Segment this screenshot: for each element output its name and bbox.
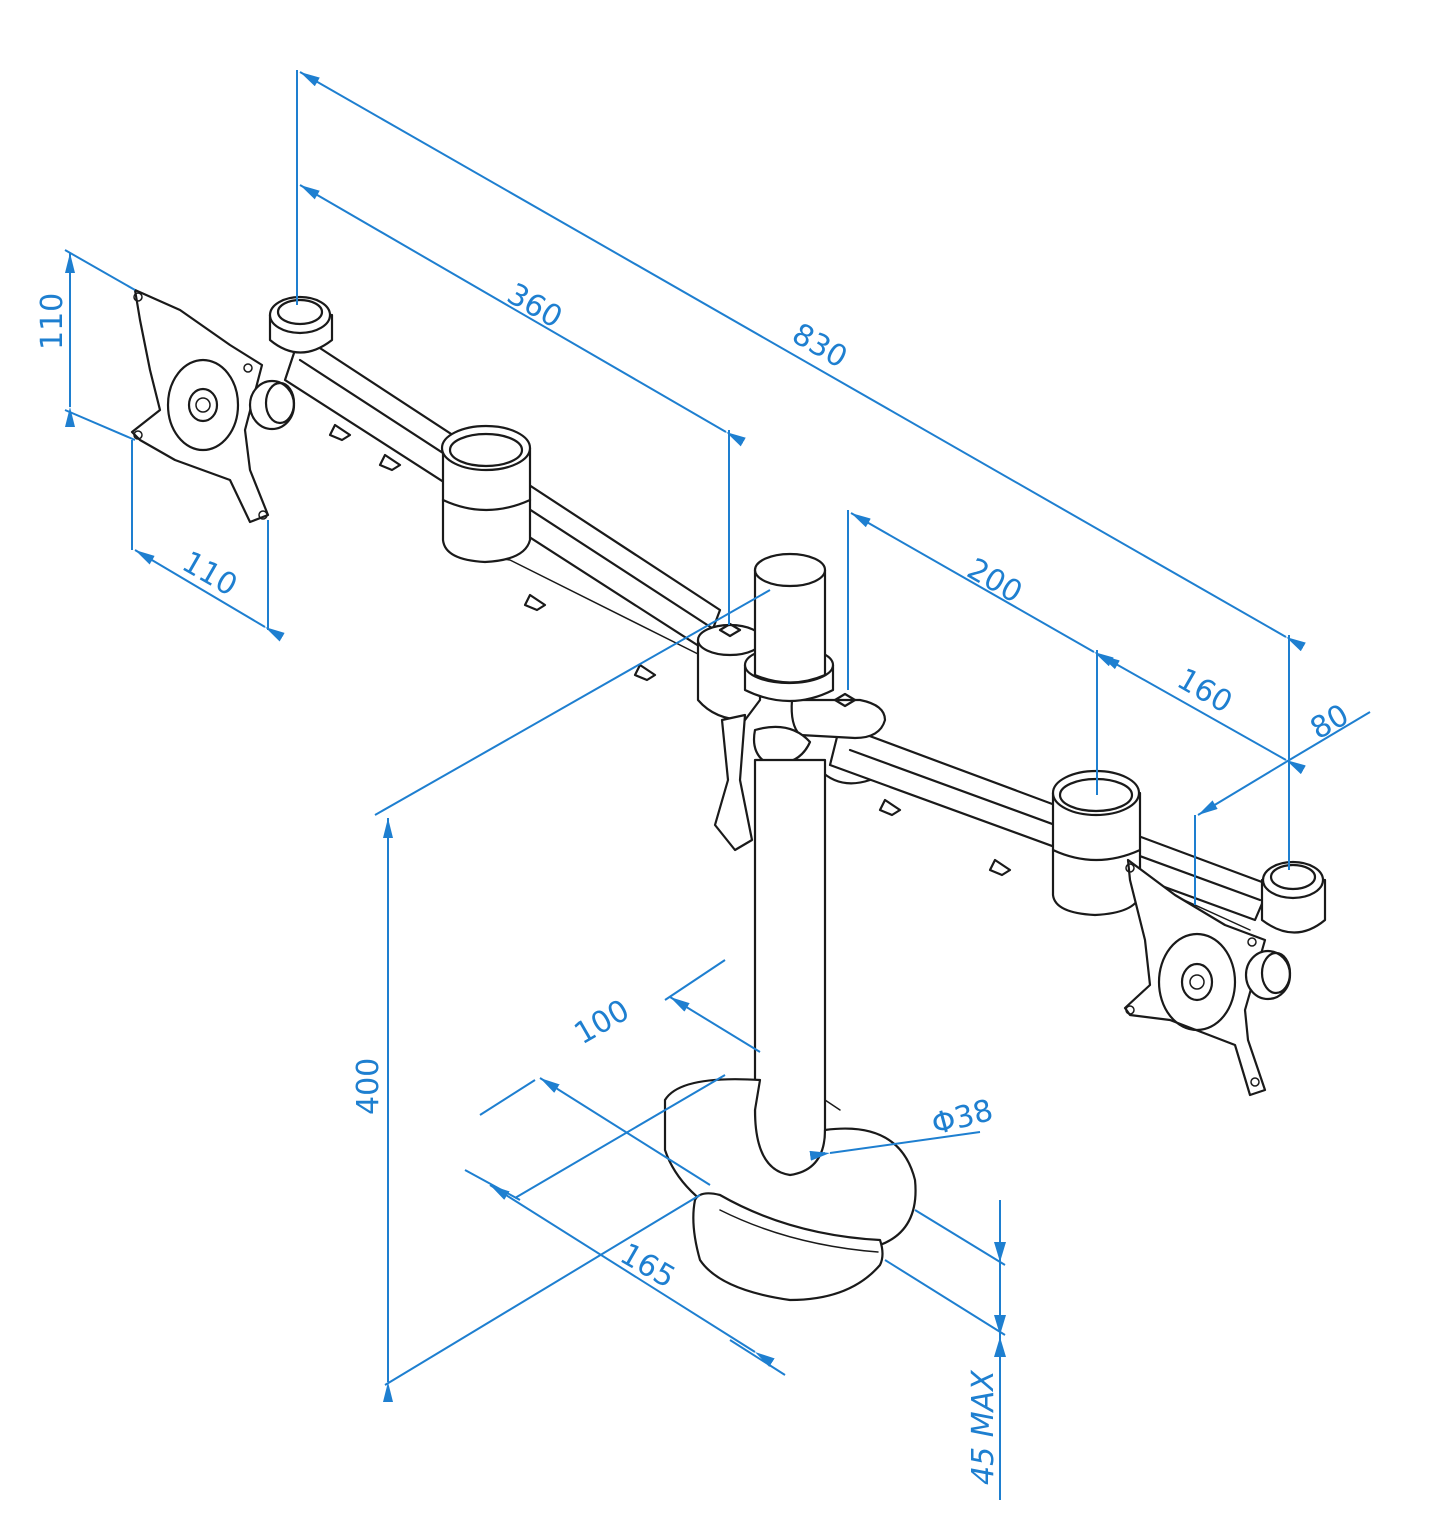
label-200: 200 [961,552,1028,611]
dimension-line-200 [850,512,1114,667]
left-arm-joint [440,424,532,564]
lower-pole [753,758,827,1179]
label-diameter-38: Φ38 [928,1093,997,1143]
dimension-line-360 [299,184,746,447]
label-830: 830 [786,317,853,376]
label-165: 165 [614,1237,681,1296]
label-160: 160 [1171,662,1238,721]
dimension-line-80 [1197,761,1287,816]
diameter-leader [809,1131,981,1161]
dimension-lines [64,70,1371,1500]
dimension-line-110-horizontal [134,549,285,642]
label-360: 360 [501,277,568,336]
dimension-line-160 [1099,654,1306,775]
label-45-max: 45 MAX [966,1369,1001,1485]
label-80: 80 [1305,698,1356,747]
label-100: 100 [569,993,636,1052]
label-400: 400 [351,1058,386,1115]
upper-pole [753,552,827,684]
dimension-line-830 [299,71,1306,652]
left-vesa-plate [130,288,334,524]
label-110-vertical: 110 [35,293,70,350]
dimension-line-100 [669,996,761,1053]
right-arm-beam [828,723,1272,931]
dimension-line-165 [489,1184,775,1367]
right-vesa-plate [1123,858,1327,1097]
